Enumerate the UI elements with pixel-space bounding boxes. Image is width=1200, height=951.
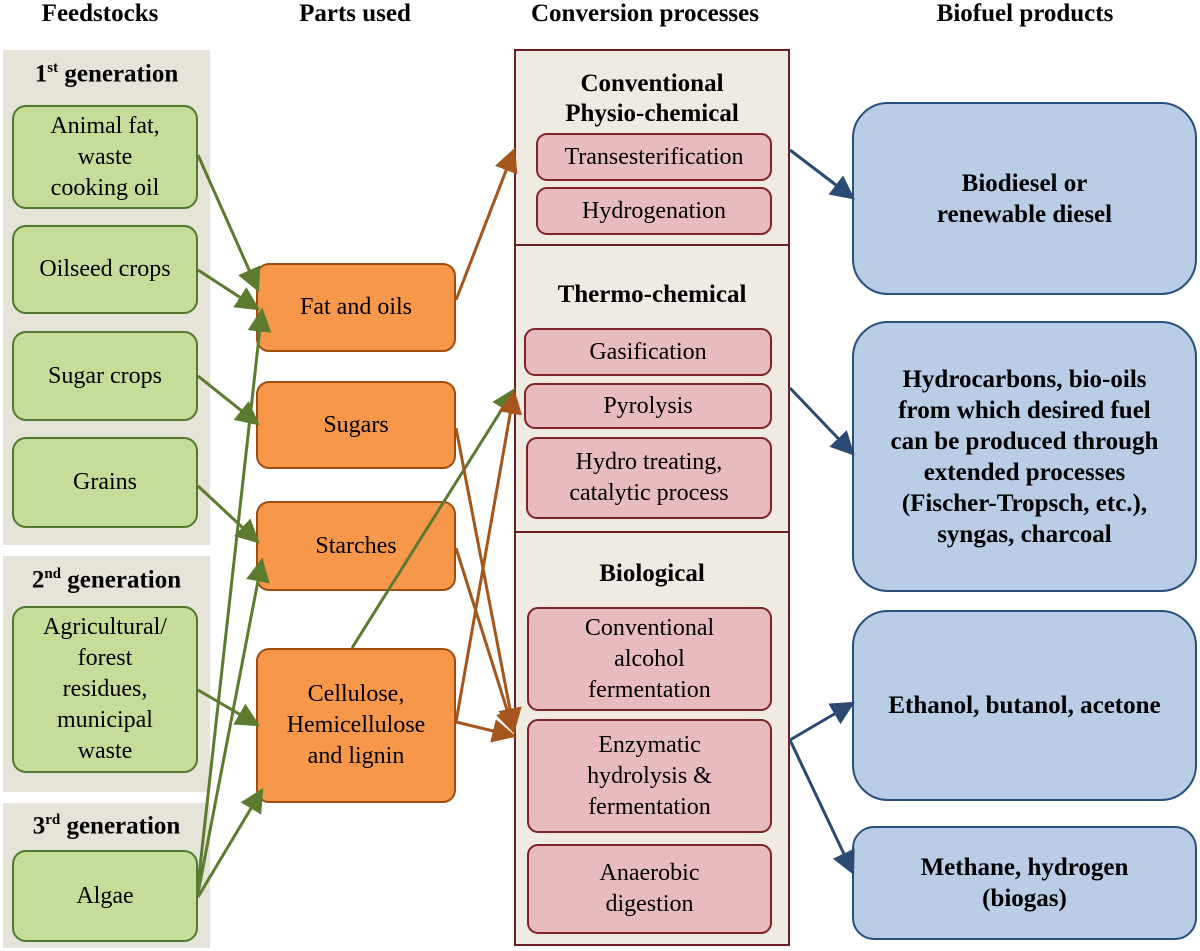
feedstock-algae: Algae (12, 850, 198, 942)
header-conversion-processes: Conversion processes (530, 0, 759, 27)
arrow-fat-oils-to-conventional (454, 147, 518, 301)
part-fat-and-oils: Fat and oils (256, 263, 456, 352)
process-hydrogenation: Hydrogenation (536, 187, 772, 235)
arrow-biological-to-methane (788, 739, 855, 876)
third-generation-title: 3rd generation (32, 812, 181, 840)
part-starches: Starches (256, 501, 456, 591)
first-generation-title: 1st generation (34, 60, 179, 88)
arrow-cellulose-to-biological (455, 719, 517, 743)
arrow-biological-to-ethanol (789, 701, 856, 742)
arrow-sugars-to-biological (454, 427, 522, 733)
header-feedstocks: Feedstocks (41, 0, 159, 27)
process-pyrolysis: Pyrolysis (524, 383, 772, 429)
arrow-starches-to-biological (454, 547, 519, 735)
biological-title: Biological (599, 560, 705, 587)
product-methane: Methane, hydrogen(biogas) (852, 826, 1197, 940)
process-gasification: Gasification (524, 328, 772, 376)
arrow-conventional-to-biodiesel (789, 148, 855, 200)
second-generation-title: 2nd generation (31, 566, 182, 594)
feedstock-oilseed-crops: Oilseed crops (12, 225, 198, 314)
process-hydro-treating: Hydro treating,catalytic process (526, 437, 772, 519)
process-transesterification: Transesterification (536, 133, 772, 181)
product-ethanol: Ethanol, butanol, acetone (852, 610, 1197, 801)
divider-thermo-biological (514, 531, 790, 533)
header-biofuel-products: Biofuel products (936, 0, 1114, 27)
part-sugars: Sugars (256, 381, 456, 469)
divider-conventional-thermo (514, 244, 790, 246)
feedstock-sugar-crops: Sugar crops (12, 331, 198, 421)
arrow-cellulose-to-thermo (454, 389, 523, 723)
feedstock-grains: Grains (12, 437, 198, 528)
arrow-thermo-to-hydrocarbons (788, 386, 855, 456)
thermo-chemical-title: Thermo-chemical (557, 281, 747, 308)
header-parts-used: Parts used (299, 0, 411, 27)
